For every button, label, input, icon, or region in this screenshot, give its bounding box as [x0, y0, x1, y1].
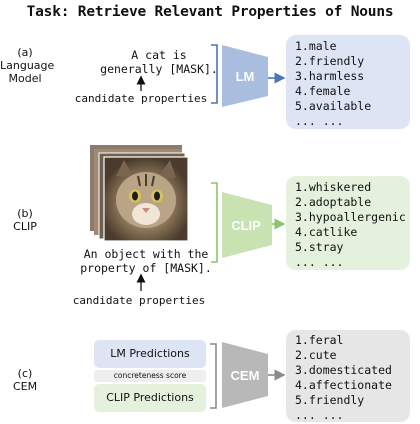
lm-output-list: 1.male 2.friendly 3.harmless 4.female 5.…	[286, 35, 410, 129]
lm-model-label: LM	[236, 69, 255, 84]
cem-bracket	[210, 343, 217, 409]
lm-output-item: 3.harmless	[295, 69, 365, 83]
row-a-label-line2: Model	[8, 72, 42, 85]
cem-output-item: 5.friendly	[295, 393, 365, 407]
row-c-label: (c) CEM	[0, 367, 50, 393]
cem-output-item: 4.affectionate	[295, 378, 392, 392]
clip-prompt: An object with the property of [MASK].	[78, 247, 214, 275]
clip-model-label: CLIP	[231, 218, 261, 233]
clip-bracket	[211, 182, 218, 263]
lm-prompt-line1: A cat is	[131, 48, 187, 62]
clip-output-item: 3.hypoallergenic	[295, 210, 406, 224]
clip-output-item: 2.adoptable	[295, 195, 372, 209]
row-b-label: (b) CLIP	[0, 207, 50, 233]
clip-candidate-properties: candidate properties	[72, 294, 206, 307]
clip-predictions-box: CLIP Predictions	[94, 384, 206, 412]
lm-output-item: ... ...	[295, 114, 344, 128]
lm-bracket	[211, 44, 218, 104]
lm-output-item: 4.female	[295, 84, 351, 98]
clip-output-item: 1.whiskered	[295, 180, 372, 194]
cem-output-item: 2.cute	[295, 348, 337, 362]
lm-output-item: 1.male	[295, 39, 337, 53]
row-a-label-line1: Language	[0, 59, 55, 72]
row-c-label-line1: CEM	[12, 380, 38, 393]
cem-output-item: 3.domesticated	[295, 363, 392, 377]
cem-model-block	[222, 342, 268, 408]
cem-output-item: 1.feral	[295, 333, 344, 347]
lm-model-block	[222, 45, 268, 107]
row-b-label-line1: CLIP	[13, 220, 37, 233]
clip-output-item: ... ...	[295, 255, 344, 269]
lm-candidate-properties: candidate properties	[74, 92, 208, 105]
lm-output-item: 2.friendly	[295, 54, 365, 68]
cem-model-label: CEM	[231, 368, 260, 383]
concreteness-score-box: concreteness score	[94, 370, 206, 382]
row-c-label-letter: (c)	[17, 367, 33, 380]
diagram-title: Task: Retrieve Relevant Properties of No…	[26, 4, 394, 20]
row-a-label: (a) Language Model	[0, 46, 55, 85]
clip-output-list: 1.whiskered 2.adoptable 3.hypoallergenic…	[286, 176, 410, 270]
lm-output-item: 5.available	[295, 99, 372, 113]
clip-output-item: 4.catlike	[295, 225, 358, 239]
cem-output-list: 1.feral 2.cute 3.domesticated 4.affectio…	[286, 330, 410, 422]
row-a-label-letter: (a)	[17, 46, 33, 59]
clip-prompt-line2: property of [MASK].	[80, 261, 212, 275]
lm-prompt: A cat is generally [MASK].	[98, 48, 220, 76]
lm-predictions-box: LM Predictions	[94, 340, 206, 368]
clip-output-item: 5.stray	[295, 240, 344, 254]
cat-image-icon	[90, 145, 189, 242]
row-b-label-letter: (b)	[17, 207, 33, 220]
lm-prompt-line2: generally [MASK].	[100, 62, 218, 76]
clip-prompt-line1: An object with the	[83, 247, 209, 261]
clip-model-block	[222, 192, 272, 258]
cem-output-item: ... ...	[295, 408, 344, 422]
